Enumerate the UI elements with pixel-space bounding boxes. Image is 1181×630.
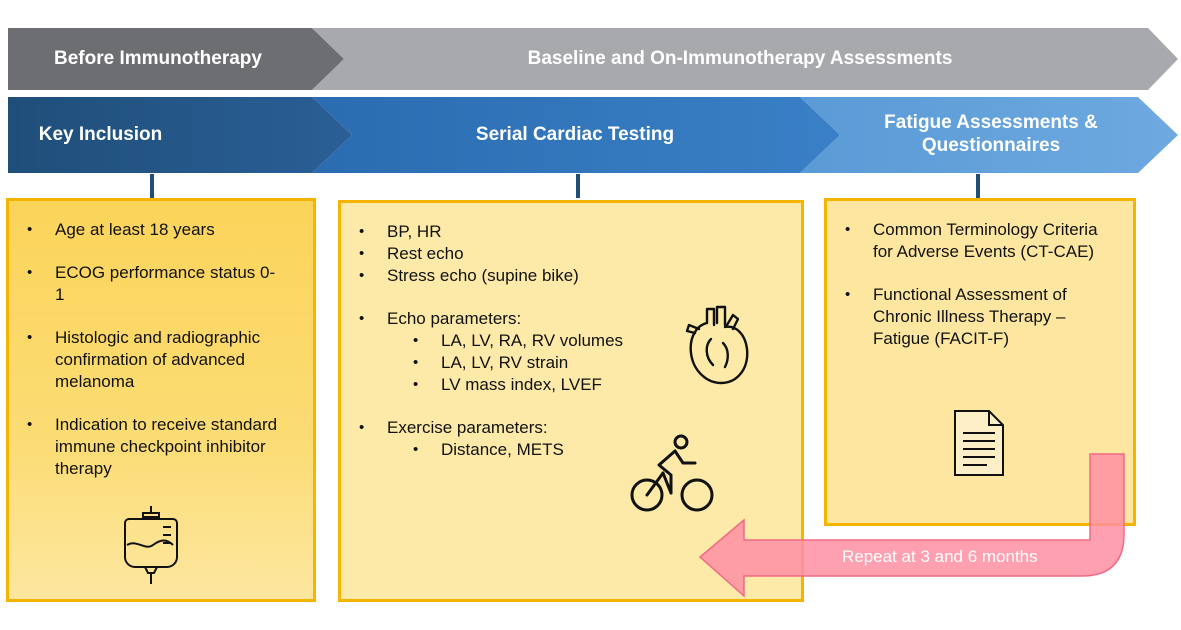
serial-cardiac-label: Serial Cardiac Testing [475,123,675,145]
list-item: Common Terminology Criteria for Adverse … [827,219,1107,263]
list-item: Exercise parameters: [341,417,801,439]
baseline-assessments-label: Baseline and On-Immunotherapy Assessment… [527,47,953,69]
list-item: Distance, METS [341,439,801,461]
list-item: Indication to receive standard immune ch… [9,414,281,480]
list-item: BP, HR [341,221,801,243]
inclusion-chevron [8,97,352,173]
list-item: Rest echo [341,243,801,265]
before-chevron [8,28,344,90]
list-item: Echo parameters: [341,308,801,330]
document-icon [954,410,1004,476]
list-item: LA, LV, RA, RV volumes [341,330,801,352]
heart-icon [685,305,749,385]
list-item: LA, LV, RV strain [341,352,801,374]
iv-bag-icon [124,506,178,584]
connector-fatigue [976,174,980,198]
key-inclusion-label: Key Inclusion [38,123,163,145]
list-item: Stress echo (supine bike) [341,265,801,287]
fatigue-panel: Common Terminology Criteria for Adverse … [824,198,1136,526]
cyclist-icon [630,434,714,512]
before-immunotherapy-label: Before Immunotherapy [54,47,262,69]
baseline-chevron [312,28,1178,90]
fatigue-assessments-label: Fatigue Assessments & Questionnaires [884,112,1098,156]
list-item: LV mass index, LVEF [341,374,801,396]
list-item: Functional Assessment of Chronic Illness… [827,284,1107,350]
list-item: ECOG performance status 0-1 [9,262,281,306]
list-item: Histologic and radiographic confirmation… [9,327,281,393]
list-item: Age at least 18 years [9,219,281,241]
connector-cardiac [576,174,580,198]
cardiac-chevron [312,97,840,173]
connector-inclusion [150,174,154,198]
inclusion-panel: Age at least 18 years ECOG performance s… [6,198,316,602]
fatigue-chevron [800,97,1178,173]
repeat-label: Repeat at 3 and 6 months [842,547,1038,566]
